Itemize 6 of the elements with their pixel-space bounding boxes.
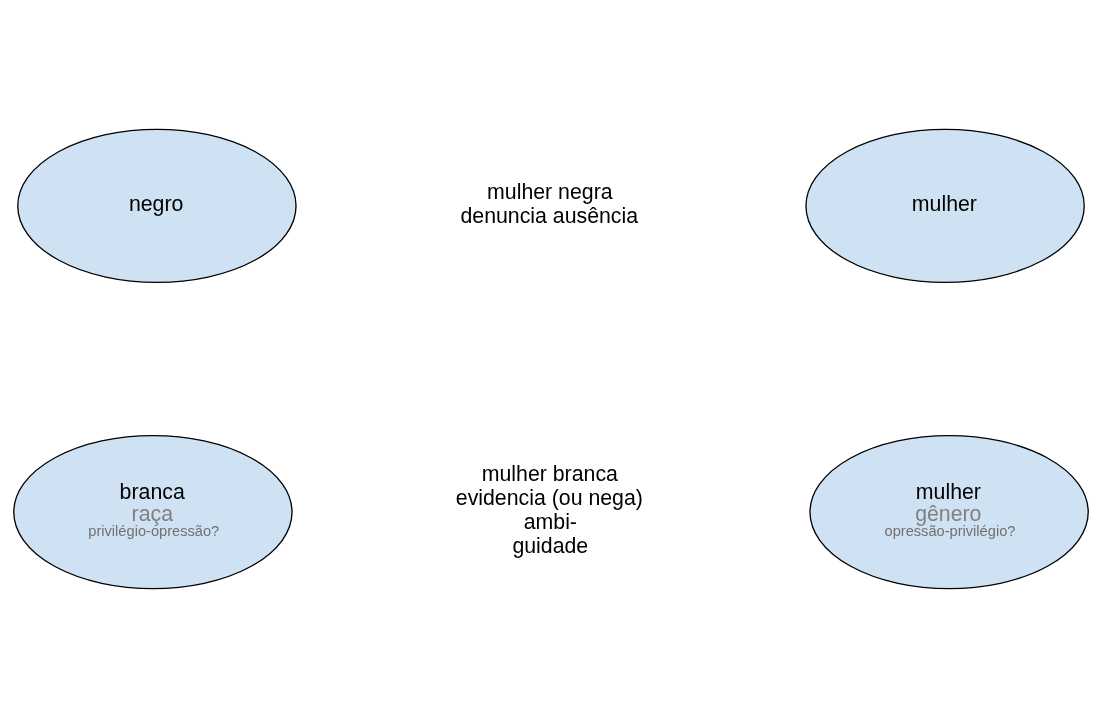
label: mulher branca evidencia (ou nega) ambi- guidade — [455, 462, 643, 559]
label: mulher negra denuncia ausência — [460, 179, 639, 228]
node-ellipse: negro — [17, 128, 297, 284]
node-ellipse: mulher gênero opressão-privilégio? — [809, 434, 1089, 590]
node-ellipse: mulher — [805, 128, 1085, 284]
node-ellipse: branca raça privilégio-opressão? — [13, 434, 293, 590]
